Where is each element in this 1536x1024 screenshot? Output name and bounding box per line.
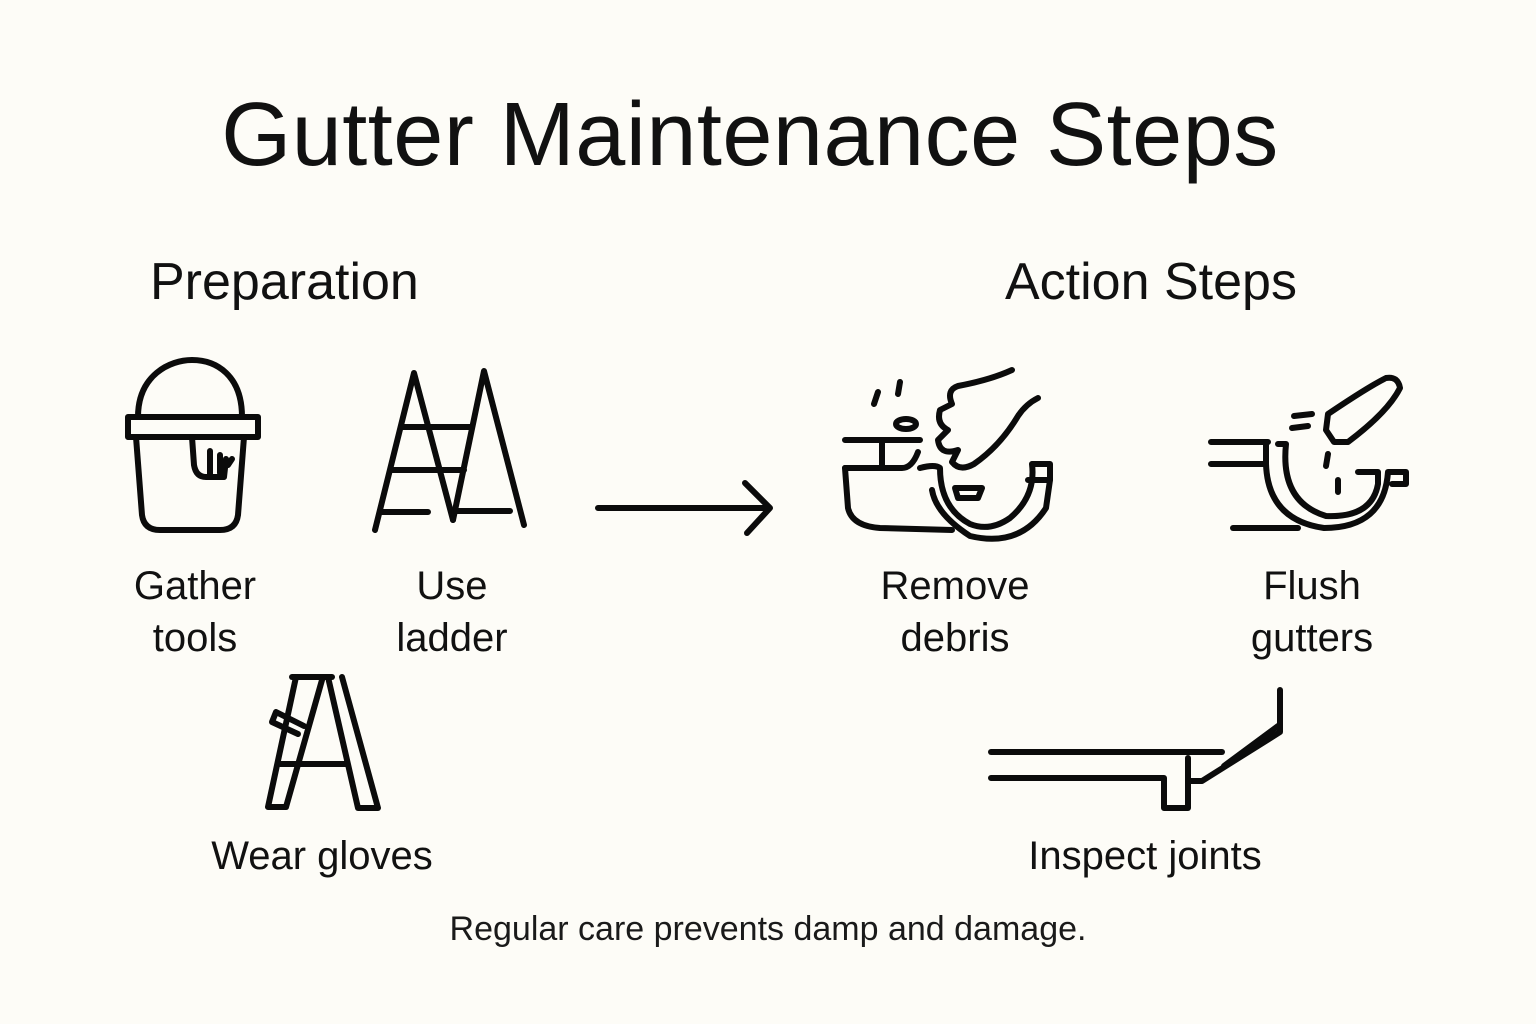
step-label-line: Remove: [880, 564, 1030, 608]
hose-gutter-icon: [1208, 374, 1409, 531]
caption: Regular care prevents damp and damage.: [449, 910, 1087, 948]
section-heading-action-steps: Action Steps: [1005, 253, 1297, 311]
step-label-line: Use: [416, 564, 488, 608]
step-label-line: debris: [900, 616, 1010, 660]
step-label-line: tools: [152, 616, 238, 660]
page-title: Gutter Maintenance Steps: [221, 85, 1279, 185]
step-label-line: ladder: [396, 616, 508, 660]
step-flush-gutters: Flush gutters: [1212, 560, 1412, 664]
step-wear-gloves: Wear gloves: [211, 834, 433, 878]
step-gather-tools: Gather tools: [95, 560, 295, 664]
gutter-joint-icon: [988, 687, 1283, 811]
step-remove-debris: Remove debris: [855, 560, 1055, 664]
step-use-ladder: Use ladder: [352, 560, 552, 664]
glove-stepladder-icon: [265, 674, 381, 811]
step-inspect-joints: Inspect joints: [1028, 834, 1262, 878]
step-label-line: Gather: [133, 564, 257, 608]
step-label-line: Flush: [1263, 564, 1361, 608]
bucket-with-glove-icon: [125, 357, 261, 533]
arrow-right-icon: [595, 480, 773, 536]
ladder-icon: [372, 368, 527, 533]
hand-gutter-debris-icon: [842, 367, 1053, 542]
section-heading-preparation: Preparation: [150, 253, 419, 311]
step-label-line: gutters: [1250, 616, 1374, 660]
